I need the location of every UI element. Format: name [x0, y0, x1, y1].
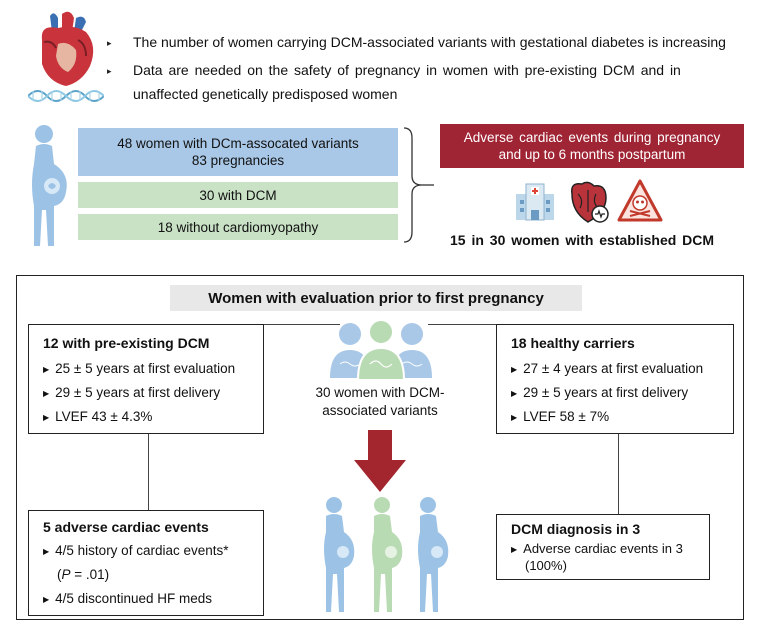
- total-cohort-line2: 83 pregnancies: [191, 153, 285, 168]
- connector-left-top: [264, 324, 340, 325]
- list-item: ▶25 ± 5 years at first evaluation: [43, 361, 236, 376]
- down-arrow-icon: [352, 430, 408, 494]
- connector-right-vertical: [618, 434, 619, 514]
- list-item: ▶4/5 history of cardiac events*: [43, 543, 229, 558]
- list-item: ▶29 ± 5 years at first delivery: [511, 385, 689, 400]
- list-item: ▶LVEF 58 ± 7%: [511, 409, 610, 424]
- list-item: ▶LVEF 43 ± 4.3%: [43, 409, 153, 424]
- adverse-events-box: Adverse cardiac events during pregnancy …: [440, 124, 744, 168]
- dna-icon: [27, 86, 105, 106]
- healthy-carriers-panel: 18 healthy carriers ▶27 ± 4 years at fir…: [496, 324, 734, 434]
- evaluation-title: Women with evaluation prior to first pre…: [208, 289, 544, 307]
- list-item: ▶29 ± 5 years at first delivery: [43, 385, 221, 400]
- list-item: ▶4/5 discontinued HF meds: [43, 591, 212, 606]
- dcm-diagnosis-title: DCM diagnosis in 3: [511, 521, 641, 537]
- bullet-marker: ▸: [107, 38, 112, 48]
- adverse-events-title: 5 adverse cardiac events: [43, 519, 209, 535]
- brace: [402, 126, 436, 244]
- healthy-carriers-title: 18 healthy carriers: [511, 335, 635, 351]
- list-item: ▶27 ± 4 years at first evaluation: [511, 361, 704, 376]
- heart-monitor-icon: [564, 178, 612, 226]
- list-item: ▶Adverse cardiac events in 3: [511, 541, 683, 556]
- pre-existing-dcm-panel: 12 with pre-existing DCM ▶25 ± 5 years a…: [28, 324, 264, 434]
- intro-bullet-1: The number of women carrying DCM-associa…: [133, 34, 726, 50]
- total-cohort-line1: 48 women with DCm-assocated variants: [117, 136, 359, 151]
- p-value: (P = .01): [57, 567, 110, 582]
- adverse-events-panel: 5 adverse cardiac events ▶4/5 history of…: [28, 510, 264, 616]
- outcome-result: 15 in 30 women with established DCM: [450, 232, 715, 248]
- connector-right-top: [428, 324, 496, 325]
- pre-existing-dcm-title: 12 with pre-existing DCM: [43, 335, 210, 351]
- skull-warning-icon: [616, 178, 664, 224]
- dcm-label: 30 with DCM: [199, 187, 277, 203]
- adverse-events-line2: and up to 6 months postpartum: [498, 147, 686, 162]
- connector-left-vertical: [148, 434, 149, 510]
- no-cardiomyopathy-label: 18 without cardiomyopathy: [157, 219, 319, 235]
- bullet-marker: ▸: [107, 66, 112, 76]
- pregnant-women-group-icon: [316, 496, 454, 616]
- center-cohort-line2: associated variants: [322, 403, 438, 418]
- heart-icon: [28, 10, 102, 90]
- pregnant-woman-icon: [22, 124, 72, 250]
- intro-bullet-2: Data are needed on the safety of pregnan…: [133, 62, 681, 78]
- intro-bullet-2-cont: unaffected genetically predisposed women: [133, 86, 398, 102]
- list-item-continued: (100%): [525, 558, 567, 573]
- dcm-box: 30 with DCM: [78, 182, 398, 208]
- evaluation-title-bar: Women with evaluation prior to first pre…: [170, 285, 582, 311]
- adverse-events-line1: Adverse cardiac events during pregnancy: [463, 130, 721, 145]
- dcm-diagnosis-panel: DCM diagnosis in 3 ▶Adverse cardiac even…: [496, 514, 710, 580]
- center-cohort-label: 30 women with DCM- associated variants: [300, 384, 460, 420]
- center-cohort-line1: 30 women with DCM-: [315, 385, 445, 400]
- group-people-icon: [326, 318, 436, 381]
- hospital-icon: [512, 180, 558, 222]
- total-cohort-box: 48 women with DCm-assocated variants 83 …: [78, 128, 398, 176]
- no-cardiomyopathy-box: 18 without cardiomyopathy: [78, 214, 398, 240]
